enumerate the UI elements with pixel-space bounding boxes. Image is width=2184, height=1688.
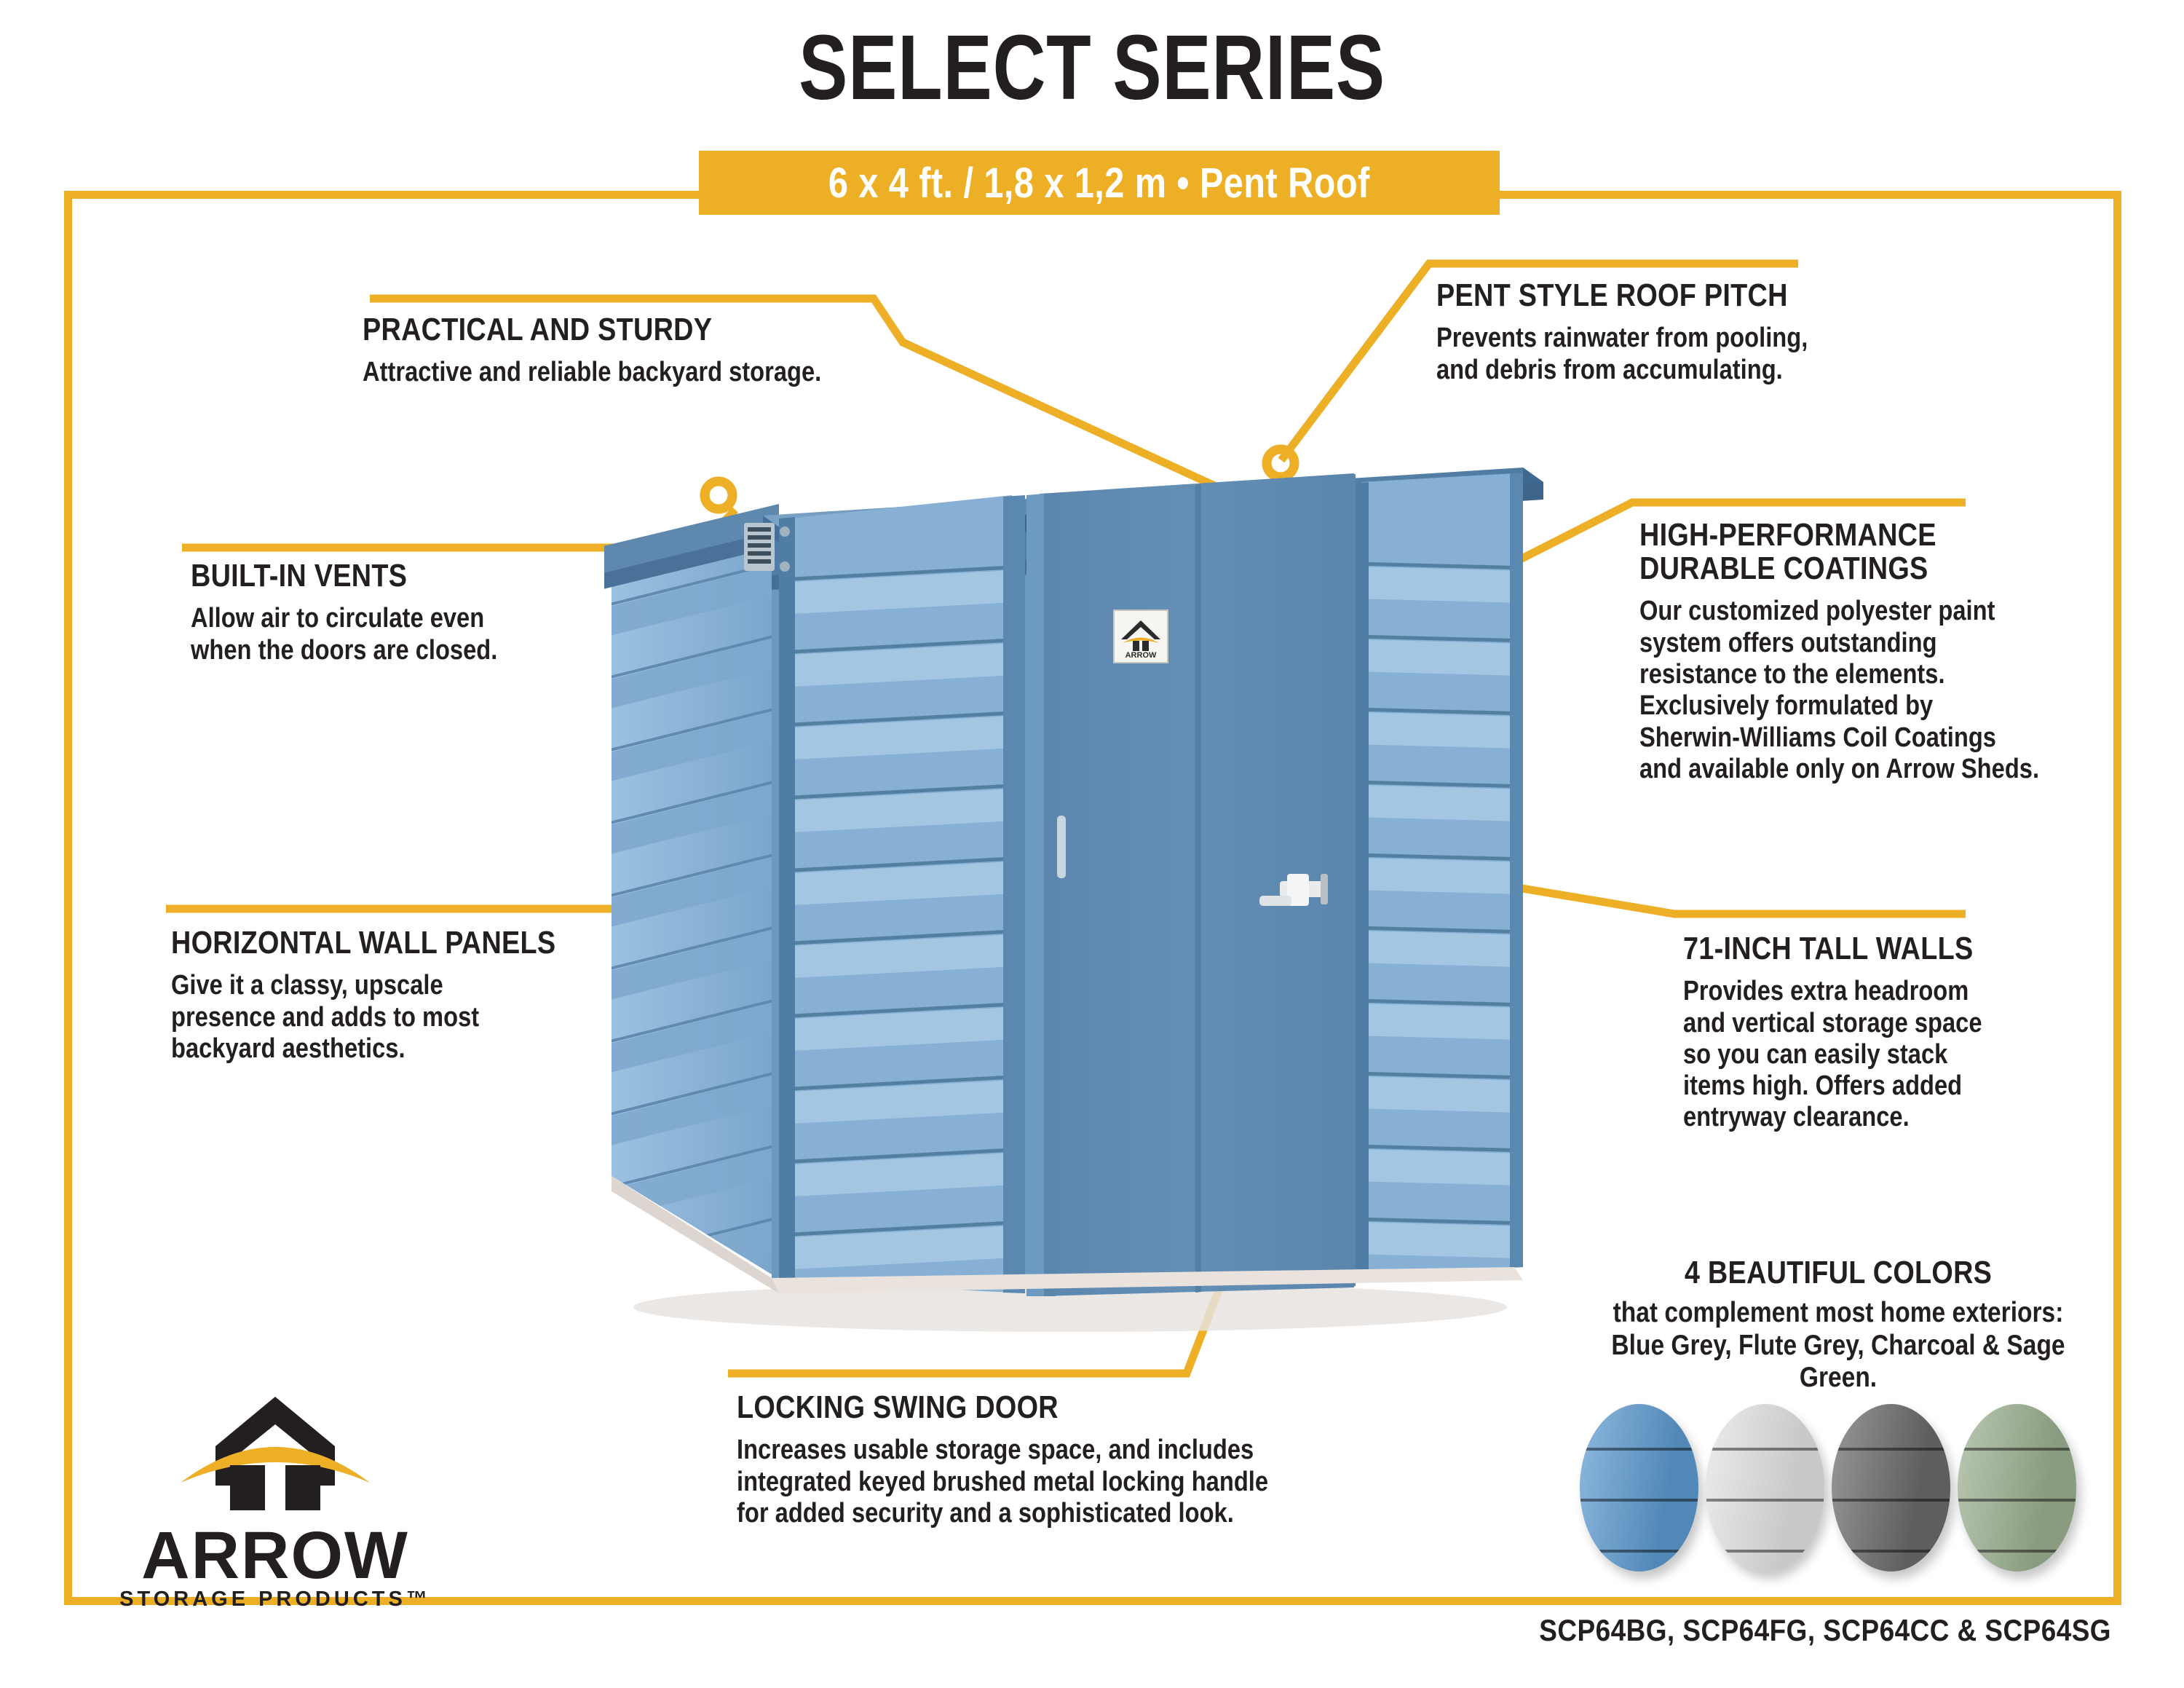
- callout-title: 71-INCH TALL WALLS: [1683, 931, 1974, 966]
- callout-body: Our customized polyester paint system of…: [1639, 596, 2040, 784]
- callout-4-beautiful-colors: 4 BEAUTIFUL COLORS that complement most …: [1562, 1255, 2115, 1395]
- callout-body: that complement most home exteriors: Blu…: [1611, 1297, 2065, 1394]
- logo-tagline: STORAGE PRODUCTS™: [119, 1588, 431, 1611]
- callout-title: PRACTICAL AND STURDY: [363, 312, 713, 347]
- frame-border-top-left: [64, 191, 792, 199]
- subtitle-text: 6 x 4 ft. / 1,8 x 1,2 m • Pent Roof: [828, 159, 1370, 207]
- callout-horizontal-wall-panels: HORIZONTAL WALL PANELS Give it a classy,…: [171, 926, 622, 1065]
- color-swatch-charcoal: [1832, 1404, 1950, 1571]
- door-locking-handle: [1259, 874, 1328, 906]
- callout-title: HORIZONTAL WALL PANELS: [171, 925, 556, 961]
- callout-body: Increases usable storage space, and incl…: [737, 1435, 1269, 1529]
- shed-door-arrow-badge: ARROW: [1113, 610, 1168, 663]
- arrow-storage-products-logo: ARROW STORAGE PRODUCTS™: [108, 1389, 443, 1611]
- callout-practical-and-sturdy: PRACTICAL AND STURDY Attractive and reli…: [363, 312, 1018, 389]
- color-swatch-row: [1580, 1404, 2089, 1579]
- callout-71-inch-tall-walls: 71-INCH TALL WALLS Provides extra headro…: [1683, 931, 2091, 1134]
- shed-product-illustration: ARROW: [604, 468, 1543, 1332]
- frame-border-bottom: [64, 1597, 2121, 1605]
- callout-title: 4 BEAUTIFUL COLORS: [1684, 1255, 1993, 1290]
- logo-wordmark: ARROW: [141, 1518, 409, 1593]
- color-swatch-flute-grey: [1706, 1404, 1824, 1571]
- arrow-house-icon: [181, 1397, 370, 1510]
- callout-title: LOCKING SWING DOOR: [737, 1389, 1059, 1425]
- built-in-vent: [744, 523, 790, 572]
- color-swatch-blue-grey: [1580, 1404, 1698, 1571]
- callout-body: Allow air to circulate even when the doo…: [191, 603, 498, 666]
- callout-high-performance-durable-coatings: HIGH-PERFORMANCE DURABLE COATINGS Our cu…: [1639, 518, 2105, 785]
- svg-text:ARROW: ARROW: [1125, 651, 1157, 660]
- header: SELECT SERIES: [0, 22, 2184, 114]
- callout-body: Give it a classy, upscale presence and a…: [171, 970, 480, 1064]
- callout-body: Provides extra headroom and vertical sto…: [1683, 976, 1982, 1133]
- callout-pent-style-roof-pitch: PENT STYLE ROOF PITCH Prevents rainwater…: [1436, 277, 1990, 386]
- frame-border-top-right: [1476, 191, 2121, 199]
- frame-border-right: [2113, 191, 2121, 1605]
- callout-locking-swing-door: LOCKING SWING DOOR Increases usable stor…: [737, 1389, 1392, 1529]
- frame-border-left: [64, 191, 72, 1605]
- callout-body: Attractive and reliable backyard storage…: [363, 357, 822, 388]
- callout-body: Prevents rainwater from pooling, and deb…: [1436, 323, 1808, 385]
- callout-title: BUILT-IN VENTS: [191, 558, 408, 593]
- page-title: SELECT SERIES: [799, 16, 1385, 119]
- callout-built-in-vents: BUILT-IN VENTS Allow air to circulate ev…: [191, 559, 657, 666]
- callout-title: HIGH-PERFORMANCE DURABLE COATINGS: [1639, 517, 1936, 587]
- color-swatch-sage-green: [1958, 1404, 2076, 1571]
- sku-list: SCP64BG, SCP64FG, SCP64CC & SCP64SG: [1539, 1613, 2111, 1647]
- callout-title: PENT STYLE ROOF PITCH: [1436, 277, 1788, 313]
- subtitle-banner: 6 x 4 ft. / 1,8 x 1,2 m • Pent Roof: [699, 151, 1500, 215]
